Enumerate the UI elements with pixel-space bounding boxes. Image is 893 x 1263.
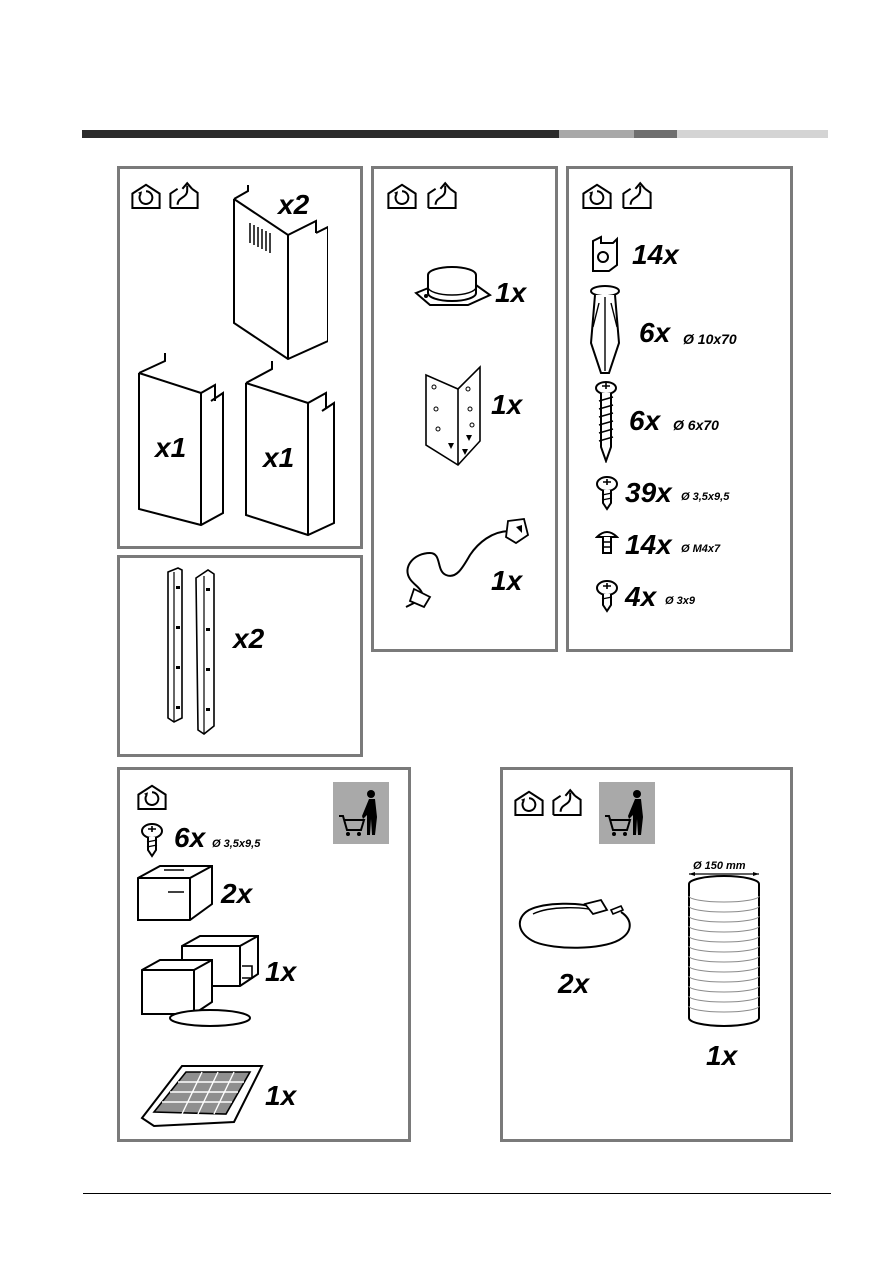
hardware-dim-2: Ø 10x70 — [683, 331, 737, 347]
flexible-hose-qty: 1x — [706, 1040, 738, 1071]
recirculation-mode-icon — [136, 782, 168, 812]
panel-accessories: 1x 1x 1x — [371, 166, 558, 652]
duct-adapter-illustration — [137, 865, 213, 921]
recirculation-mode-icon — [386, 181, 418, 211]
hardware-qty-2: 6x — [639, 317, 671, 348]
header-bar-segment-mid — [634, 130, 677, 138]
hardware-qty-6: 4x — [625, 581, 657, 612]
lower-chimney-right-illustration — [245, 361, 335, 537]
hardware-dim-3: Ø 6x70 — [673, 417, 719, 433]
panel-hardware: 14x 6x Ø 10x70 6x Ø 6x70 39x Ø 3,5x9,5 1… — [566, 166, 793, 652]
hose-clamp-qty: 2x — [558, 968, 590, 999]
hardware-qty-4: 39x — [625, 477, 672, 508]
power-cable-illustration — [405, 518, 530, 609]
extraction-mode-icon — [551, 788, 583, 818]
clip-nut-icon — [592, 235, 618, 272]
header-bar-segment-dark — [82, 130, 559, 138]
duct-adapter-qty: 2x — [221, 878, 253, 909]
hardware-dim-6: Ø 3x9 — [665, 595, 695, 607]
extraction-mode-icon — [168, 181, 200, 211]
extraction-mode-icon — [426, 181, 458, 211]
mounting-brackets-illustration — [167, 567, 215, 735]
upper-chimney-qty: x2 — [278, 189, 310, 220]
hardware-qty-1: 14x — [632, 239, 679, 270]
recirc-screw-dim: Ø 3,5x9,5 — [212, 838, 261, 850]
hardware-qty-3: 6x — [629, 405, 661, 436]
panel-brackets: x2 — [117, 555, 363, 757]
header-bar-segment-light — [559, 130, 634, 138]
recirculation-mode-icon — [130, 181, 162, 211]
duct-flange-qty: 1x — [495, 277, 527, 308]
hose-diameter-label: Ø 150 mm — [693, 860, 746, 872]
hose-clamp-illustration — [519, 898, 631, 949]
brackets-qty: x2 — [233, 623, 265, 654]
extraction-mode-icon — [621, 181, 653, 211]
hardware-dim-4: Ø 3,5x9,5 — [681, 491, 730, 503]
panel-duct-kit: 2x Ø 150 mm 1x — [500, 767, 793, 1142]
machine-screw-icon — [595, 531, 619, 554]
transition-piece-illustration — [141, 935, 259, 1027]
recirculation-mode-icon — [513, 788, 545, 818]
hardware-dim-5: Ø M4x7 — [681, 543, 721, 555]
purchase-separately-icon — [333, 782, 389, 844]
header-bar-segment-pale — [677, 130, 828, 138]
deflector-qty: 1x — [491, 389, 523, 420]
flexible-hose-illustration — [688, 872, 760, 1027]
hardware-qty-5: 14x — [625, 529, 672, 560]
duct-flange-illustration — [414, 266, 492, 306]
wall-plug-icon — [589, 285, 621, 374]
self-tapping-screw-icon — [596, 476, 618, 511]
carbon-filter-qty: 1x — [265, 1080, 297, 1111]
carbon-filter-illustration — [140, 1065, 264, 1128]
panel-recirculation-kit: 6x Ø 3,5x9,5 2x 1x 1x — [117, 767, 411, 1142]
upper-chimney-illustration — [233, 185, 328, 361]
purchase-separately-icon — [599, 782, 655, 844]
deflector-illustration — [425, 365, 481, 467]
recirc-screw-qty: 6x — [174, 822, 206, 853]
lower-chimney-left-qty: x1 — [155, 432, 187, 463]
power-cable-qty: 1x — [491, 565, 523, 596]
filter-screw-icon — [141, 823, 163, 858]
panel-chimney-sections: x2 x1 x1 — [117, 166, 363, 549]
footer-rule — [83, 1193, 831, 1194]
lower-chimney-right-qty: x1 — [263, 442, 295, 473]
recirculation-mode-icon — [581, 181, 613, 211]
long-screw-icon — [595, 381, 617, 463]
small-screw-icon — [596, 580, 618, 613]
lower-chimney-left-illustration — [138, 353, 224, 527]
transition-piece-qty: 1x — [265, 956, 297, 987]
